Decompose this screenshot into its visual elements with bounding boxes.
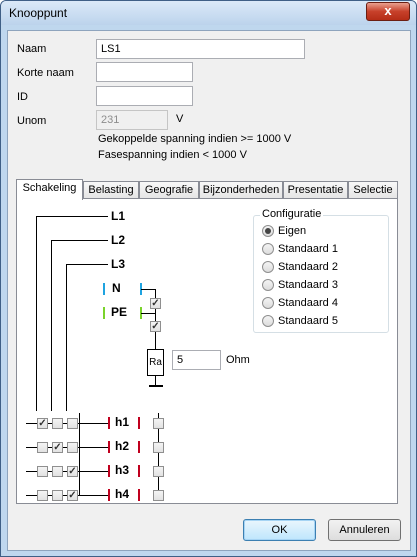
radio-standaard-3-label[interactable]: Standaard 3 [278, 279, 338, 291]
h4-marker-right [138, 489, 140, 501]
h2-marker-right [138, 441, 140, 453]
ra-field[interactable] [172, 350, 221, 370]
pe-label: PE [111, 305, 128, 319]
h4-label: h4 [115, 487, 130, 501]
h1-label: h1 [115, 415, 130, 429]
n-label: N [112, 281, 121, 295]
close-button[interactable]: x [366, 2, 410, 21]
radio-eigen[interactable] [262, 225, 274, 237]
h3-l2-checkbox[interactable] [52, 466, 63, 477]
dialog-body: Naam Korte naam ID Unom V Gekoppelde spa… [7, 30, 411, 551]
id-field[interactable] [96, 86, 193, 106]
tab-panel-schakeling: L1 L2 L3 N ✓ PE ✓ Ra Ohm [16, 198, 398, 504]
l3-vertical-wire [66, 264, 67, 411]
h4-l2-checkbox[interactable] [52, 490, 63, 501]
naam-field[interactable] [96, 39, 305, 59]
h3-label: h3 [115, 463, 130, 477]
h4-n-checkbox[interactable] [153, 490, 164, 501]
naam-label: Naam [17, 43, 47, 55]
phase-label-l1: L1 [111, 209, 126, 223]
tab-bijzonderheden[interactable]: Bijzonderheden [199, 181, 283, 199]
radio-standaard-2-label[interactable]: Standaard 2 [278, 261, 338, 273]
h2-n-checkbox[interactable] [153, 442, 164, 453]
tab-schakeling[interactable]: Schakeling [16, 179, 83, 200]
h3-l1-checkbox[interactable] [37, 466, 48, 477]
l2-vertical-wire [51, 240, 52, 411]
korte-naam-label: Korte naam [17, 67, 74, 79]
radio-standaard-1[interactable] [262, 243, 274, 255]
l1-bus [36, 216, 108, 217]
earth-wire [155, 376, 156, 385]
h-common-wire [79, 413, 80, 495]
radio-standaard-4-label[interactable]: Standaard 4 [278, 297, 338, 309]
ok-button[interactable]: OK [243, 519, 316, 541]
korte-naam-field[interactable] [96, 62, 193, 82]
radio-standaard-5-label[interactable]: Standaard 5 [278, 315, 338, 327]
radio-standaard-2[interactable] [262, 261, 274, 273]
h2-marker-left [108, 441, 110, 453]
earth-icon [149, 385, 163, 387]
unom-label: Unom [17, 115, 47, 127]
ra-unit: Ohm [226, 354, 250, 366]
h2-l2-checkbox[interactable]: ✓ [52, 442, 63, 453]
h4-marker-left [108, 489, 110, 501]
voltage-note-1: Gekoppelde spanning indien >= 1000 V [98, 133, 292, 145]
h3-l3-checkbox[interactable]: ✓ [67, 466, 78, 477]
window-title: Knooppunt [9, 6, 68, 20]
unom-field[interactable] [96, 110, 168, 130]
cancel-button[interactable]: Annuleren [328, 519, 401, 541]
phase-label-l2: L2 [111, 233, 126, 247]
h2-label: h2 [115, 439, 130, 453]
tab-presentatie[interactable]: Presentatie [283, 181, 348, 199]
tab-geografie[interactable]: Geografie [139, 181, 199, 199]
radio-standaard-3[interactable] [262, 279, 274, 291]
radio-eigen-label[interactable]: Eigen [278, 225, 307, 237]
h1-l3-checkbox[interactable] [67, 418, 78, 429]
ra-resistor: Ra [147, 349, 164, 376]
configuratie-title: Configuratie [260, 208, 324, 220]
h1-l1-checkbox[interactable]: ✓ [37, 418, 48, 429]
voltage-note-2: Fasespanning indien < 1000 V [98, 149, 247, 161]
n-pe-checkbox[interactable]: ✓ [150, 298, 161, 309]
h3-marker-right [138, 465, 140, 477]
n-link [141, 289, 155, 290]
h1-marker-right [138, 417, 140, 429]
tab-selectie[interactable]: Selectie [348, 181, 398, 199]
l2-bus [51, 240, 108, 241]
h-return-wire [158, 413, 159, 495]
radio-standaard-4[interactable] [262, 297, 274, 309]
close-icon: x [384, 3, 392, 18]
h1-marker-left [108, 417, 110, 429]
n-wire-marker [103, 283, 105, 295]
h1-n-checkbox[interactable] [153, 418, 164, 429]
pe-link [141, 313, 155, 314]
configuratie-group: Configuratie Eigen Standaard 1 Standaard… [253, 208, 389, 333]
id-label: ID [17, 91, 28, 103]
h2-l3-checkbox[interactable] [67, 442, 78, 453]
radio-standaard-1-label[interactable]: Standaard 1 [278, 243, 338, 255]
h4-l1-checkbox[interactable] [37, 490, 48, 501]
h3-n-checkbox[interactable] [153, 466, 164, 477]
h3-marker-left [108, 465, 110, 477]
title-bar: Knooppunt x [1, 1, 416, 25]
phase-label-l3: L3 [111, 257, 126, 271]
h4-l3-checkbox[interactable]: ✓ [67, 490, 78, 501]
l3-bus [66, 264, 108, 265]
pe-wire-marker [103, 307, 105, 319]
radio-standaard-5[interactable] [262, 315, 274, 327]
tab-belasting[interactable]: Belasting [83, 181, 139, 199]
unom-unit: V [176, 113, 184, 125]
l1-vertical-wire [36, 216, 37, 411]
n-vertical-wire [155, 289, 156, 349]
h1-l2-checkbox[interactable] [52, 418, 63, 429]
pe-earth-checkbox[interactable]: ✓ [150, 321, 161, 332]
h2-l1-checkbox[interactable] [37, 442, 48, 453]
